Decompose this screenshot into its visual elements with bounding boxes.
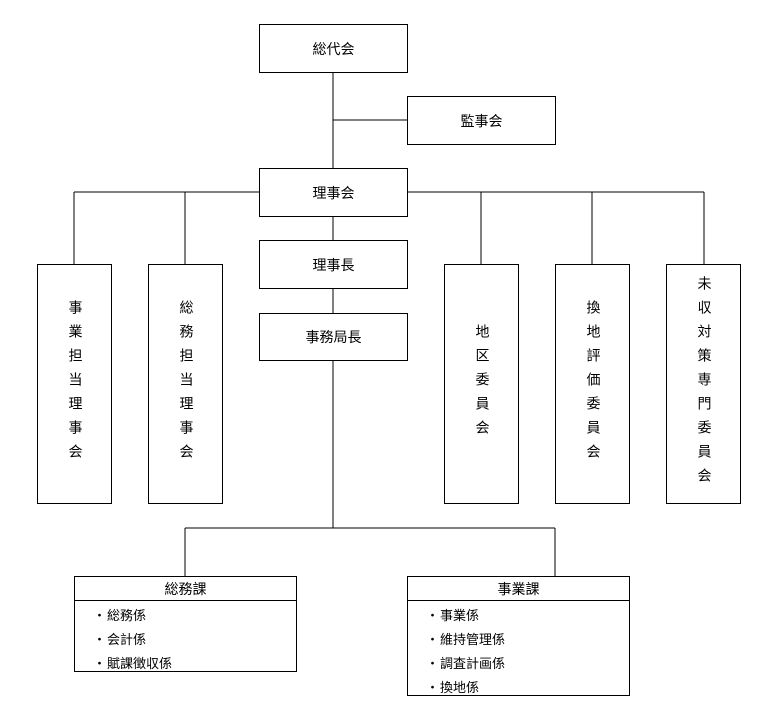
bullet-mark: ・ <box>426 609 440 624</box>
section-item: ・ 換地係 <box>426 677 629 701</box>
bullet-mark: ・ <box>93 609 107 624</box>
general-assembly-box: 総代会 <box>259 24 408 73</box>
section-item: ・ 賦課徴収係 <box>93 653 296 677</box>
auditors-label: 監事会 <box>460 113 503 130</box>
auditors-box: 監事会 <box>407 96 556 145</box>
section-label: 総務係 <box>107 609 147 624</box>
section-label: 事業係 <box>440 609 480 624</box>
committee-general-affairs-directors-label: 総務担当理事会 <box>177 300 194 468</box>
section-label: 賦課徴収係 <box>107 657 173 672</box>
section-label: 調査計画係 <box>440 657 506 672</box>
section-item: ・ 事業係 <box>426 605 629 629</box>
department-business-sections: ・ 事業係 ・ 維持管理係 ・ 調査計画係 ・ 換地係 <box>408 601 629 701</box>
section-label: 換地係 <box>440 681 480 696</box>
committee-land-replotting-box: 換地評価委員会 <box>555 264 630 504</box>
committee-district-box: 地区委員会 <box>444 264 519 504</box>
department-business-title: 事業課 <box>408 577 629 601</box>
board-label: 理事会 <box>312 185 355 202</box>
bullet-mark: ・ <box>93 657 107 672</box>
department-general-affairs: 総務課 ・ 総務係 ・ 会計係 ・ 賦課徴収係 <box>74 576 297 672</box>
secretary-general-box: 事務局長 <box>259 313 408 361</box>
section-item: ・ 維持管理係 <box>426 629 629 653</box>
bullet-mark: ・ <box>426 657 440 672</box>
secretary-general-label: 事務局長 <box>305 330 362 346</box>
section-item: ・ 調査計画係 <box>426 653 629 677</box>
committee-arrears-box: 未収対策専門委員会 <box>666 264 741 504</box>
section-label: 会計係 <box>107 633 147 648</box>
committee-general-affairs-directors-box: 総務担当理事会 <box>148 264 223 504</box>
bullet-mark: ・ <box>426 633 440 648</box>
section-item: ・ 会計係 <box>93 629 296 653</box>
committee-business-directors-label: 事業担当理事会 <box>66 300 83 468</box>
department-general-affairs-sections: ・ 総務係 ・ 会計係 ・ 賦課徴収係 <box>75 601 296 677</box>
section-label: 維持管理係 <box>440 633 506 648</box>
section-item: ・ 総務係 <box>93 605 296 629</box>
general-assembly-label: 総代会 <box>312 41 355 58</box>
bullet-mark: ・ <box>426 681 440 696</box>
committee-business-directors-box: 事業担当理事会 <box>37 264 112 504</box>
committee-land-replotting-label: 換地評価委員会 <box>584 300 601 468</box>
department-business: 事業課 ・ 事業係 ・ 維持管理係 ・ 調査計画係 ・ 換地係 <box>407 576 630 696</box>
committee-arrears-label: 未収対策専門委員会 <box>695 276 712 492</box>
chairman-box: 理事長 <box>259 240 408 289</box>
bullet-mark: ・ <box>93 633 107 648</box>
department-general-affairs-title: 総務課 <box>75 577 296 601</box>
committee-district-label: 地区委員会 <box>473 324 490 444</box>
chairman-label: 理事長 <box>312 257 355 274</box>
board-box: 理事会 <box>259 168 408 217</box>
